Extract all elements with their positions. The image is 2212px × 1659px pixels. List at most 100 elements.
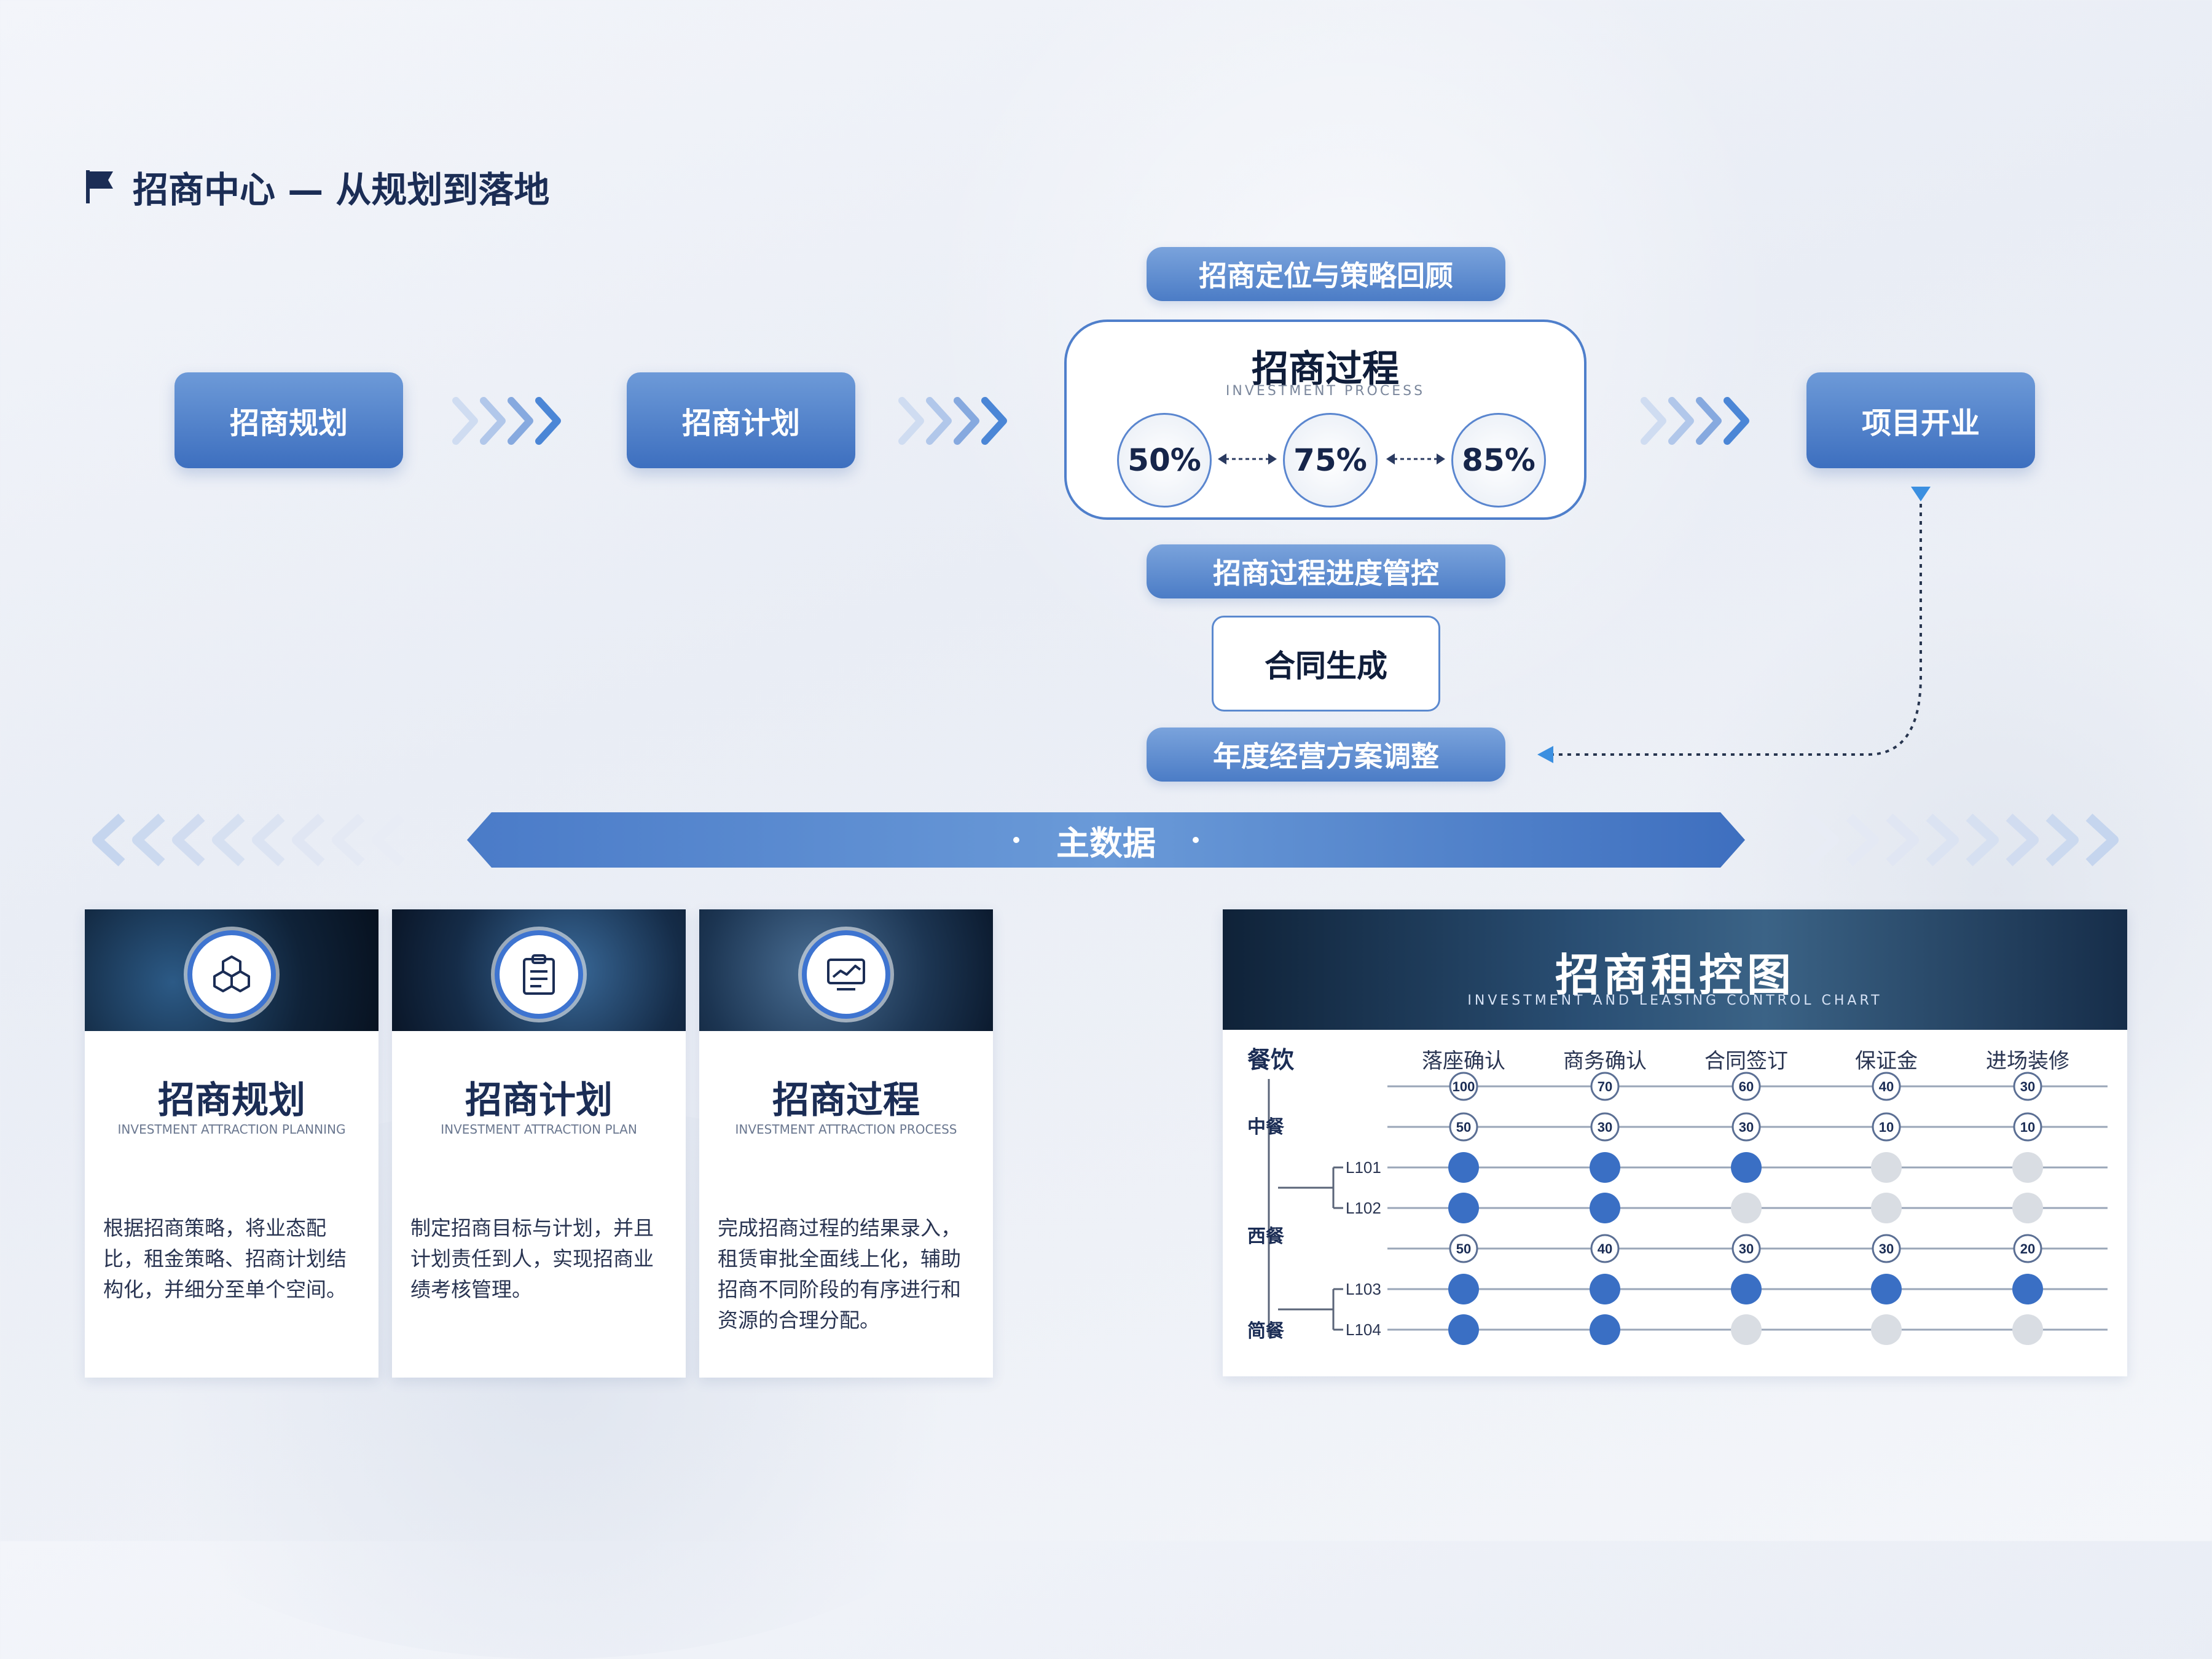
chart-count-label: 30 [1879, 1241, 1894, 1257]
flag-icon [86, 170, 113, 203]
chart-status-done-dot [1590, 1274, 1620, 1304]
chart-count-label: 10 [1879, 1120, 1894, 1135]
bullet-dot [1193, 837, 1199, 843]
chart-count-label: 30 [1598, 1120, 1612, 1135]
card-subtitle: INVESTMENT ATTRACTION PROCESS [735, 1122, 957, 1137]
card-subtitle: INVESTMENT ATTRACTION PLANNING [117, 1122, 346, 1137]
chart-root-label: 餐饮 [1247, 1048, 1295, 1073]
chart-column-header: 保证金 [1855, 1049, 1918, 1073]
chart-column-header: 进场装修 [1986, 1049, 2069, 1073]
double-arrow-icon [1386, 453, 1445, 465]
process-box[interactable]: 招商过程 INVESTMENT PROCESS 50% 75% 85% [1064, 320, 1586, 520]
chart-count-label: 50 [1456, 1241, 1471, 1257]
chart-status-done-dot [1590, 1152, 1620, 1183]
chart-status-done-dot [1731, 1274, 1762, 1304]
card-process[interactable]: 招商过程 INVESTMENT ATTRACTION PROCESS 完成招商过… [699, 909, 993, 1378]
chart-status-done-dot [1448, 1314, 1479, 1345]
page-title: 招商中心 — 从规划到落地 [85, 161, 549, 213]
process-title: 招商过程 [1252, 348, 1399, 391]
chart-row-label: 中餐 [1247, 1117, 1285, 1137]
chart-status-done-dot [1731, 1152, 1762, 1183]
card-title: 招商过程 [772, 1079, 920, 1122]
chart-count-marker [1449, 1072, 1478, 1101]
chart-count-label: 40 [1879, 1079, 1894, 1094]
step-opening-box[interactable]: 项目开业 [1806, 372, 2035, 468]
cubes-icon [187, 930, 276, 1019]
chart-status-pending-dot [2012, 1314, 2043, 1345]
strategy-review-pill[interactable]: 招商定位与策略回顾 [1147, 247, 1505, 301]
chart-count-marker [1590, 1112, 1620, 1142]
bullet-dot [1013, 837, 1019, 843]
master-data-bar [467, 812, 1745, 868]
left-chevrons-icon [92, 814, 405, 866]
chart-column-header: 商务确认 [1563, 1049, 1647, 1073]
chart-count-marker [1872, 1234, 1901, 1263]
card-planning[interactable]: 招商规划 INVESTMENT ATTRACTION PLANNING 根据招商… [85, 909, 378, 1378]
chart-count-label: 20 [2020, 1241, 2035, 1257]
process-subtitle: INVESTMENT PROCESS [1225, 383, 1426, 399]
leasing-control-chart: 招商租控图 INVESTMENT AND LEASING CONTROL CHA… [1223, 909, 2127, 1376]
chart-count-label: 10 [2020, 1120, 2035, 1135]
chevron-arrows-icon [898, 397, 1007, 445]
card-description: 完成招商过程的结果录入，租赁审批全面线上化，辅助招商不同阶段的有序进行和资源的合… [718, 1216, 961, 1332]
feedback-connector [1537, 487, 1931, 763]
chart-count-label: 50 [1456, 1120, 1471, 1135]
master-data-label-wrap: 主数据 [467, 812, 1745, 868]
chart-status-pending-dot [1871, 1193, 1902, 1223]
chart-row-label: L103 [1346, 1280, 1381, 1298]
chart-count-label: 30 [1739, 1241, 1754, 1257]
step-planning-box[interactable]: 招商规划 [175, 372, 403, 468]
progress-circle-3: 85% [1451, 413, 1546, 508]
chart-count-label: 100 [1453, 1079, 1475, 1094]
chart-count-marker [1590, 1234, 1620, 1263]
card-title: 招商规划 [158, 1079, 305, 1122]
chart-row-label: 西餐 [1247, 1226, 1285, 1247]
chart-status-done-dot [1448, 1193, 1479, 1223]
chart-row-label: L102 [1346, 1199, 1381, 1217]
clipboard-icon [495, 930, 583, 1019]
chart-count-marker [1449, 1112, 1478, 1142]
annual-plan-pill[interactable]: 年度经营方案调整 [1147, 728, 1505, 782]
card-description: 根据招商策略，将业态配比，租金策略、招商计划结构化，并细分至单个空间。 [103, 1216, 347, 1301]
chart-status-pending-dot [1731, 1314, 1762, 1345]
chart-status-pending-dot [2012, 1152, 2043, 1183]
step-plan-box[interactable]: 招商计划 [627, 372, 855, 468]
chart-count-label: 30 [1739, 1120, 1754, 1135]
chart-count-marker [1590, 1072, 1620, 1101]
chart-status-done-dot [1448, 1152, 1479, 1183]
card-plan[interactable]: 招商计划 INVESTMENT ATTRACTION PLAN 制定招商目标与计… [392, 909, 686, 1378]
chart-count-marker [1732, 1112, 1761, 1142]
progress-circle-2: 75% [1283, 413, 1378, 508]
master-data-label: 主数据 [1056, 823, 1156, 863]
chart-title: 招商租控图 [1555, 949, 1795, 1001]
chart-subtitle: INVESTMENT AND LEASING CONTROL CHART [1467, 993, 1883, 1008]
chart-count-marker [1732, 1234, 1761, 1263]
chart-count-marker [2013, 1234, 2042, 1263]
chart-count-marker [1449, 1234, 1478, 1263]
chart-column-header: 落座确认 [1422, 1049, 1505, 1073]
card-description: 制定招商目标与计划，并且计划责任到人，实现招商业绩考核管理。 [410, 1216, 654, 1301]
chart-status-pending-dot [1731, 1193, 1762, 1223]
card-subtitle: INVESTMENT ATTRACTION PLAN [441, 1122, 637, 1137]
chevron-arrows-icon [452, 397, 561, 445]
chart-status-pending-dot [2012, 1193, 2043, 1223]
chart-count-label: 30 [2020, 1079, 2035, 1094]
chart-count-label: 60 [1739, 1079, 1754, 1094]
chart-count-marker [1732, 1072, 1761, 1101]
contract-box[interactable]: 合同生成 [1212, 616, 1440, 712]
card-title: 招商计划 [465, 1079, 613, 1122]
chart-count-label: 70 [1598, 1079, 1612, 1094]
chart-row-label: L104 [1346, 1320, 1381, 1339]
right-chevrons-icon [1806, 814, 2119, 866]
chart-header [1223, 909, 2127, 1030]
chart-row-label: 简餐 [1247, 1320, 1285, 1341]
chart-count-label: 40 [1598, 1241, 1612, 1257]
chart-status-done-dot [1448, 1274, 1479, 1304]
chart-count-marker [1872, 1112, 1901, 1142]
chart-count-marker [2013, 1112, 2042, 1142]
chart-status-done-dot [1590, 1193, 1620, 1223]
progress-control-pill[interactable]: 招商过程进度管控 [1147, 544, 1505, 598]
chart-column-header: 合同签订 [1704, 1049, 1788, 1073]
chart-status-pending-dot [1871, 1314, 1902, 1345]
